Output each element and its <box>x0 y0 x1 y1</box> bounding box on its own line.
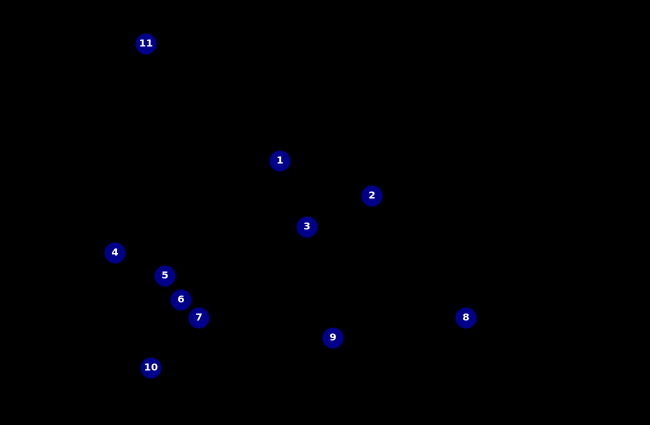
numbered-marker-7[interactable]: 7 <box>188 307 210 329</box>
numbered-marker-6[interactable]: 6 <box>170 289 192 311</box>
numbered-marker-1[interactable]: 1 <box>269 150 291 172</box>
numbered-marker-2[interactable]: 2 <box>361 185 383 207</box>
numbered-marker-8[interactable]: 8 <box>455 307 477 329</box>
numbered-marker-5[interactable]: 5 <box>154 265 176 287</box>
numbered-marker-11[interactable]: 11 <box>135 33 157 55</box>
numbered-marker-9[interactable]: 9 <box>322 327 344 349</box>
numbered-marker-3[interactable]: 3 <box>296 216 318 238</box>
numbered-marker-4[interactable]: 4 <box>104 242 126 264</box>
numbered-marker-10[interactable]: 10 <box>140 357 162 379</box>
